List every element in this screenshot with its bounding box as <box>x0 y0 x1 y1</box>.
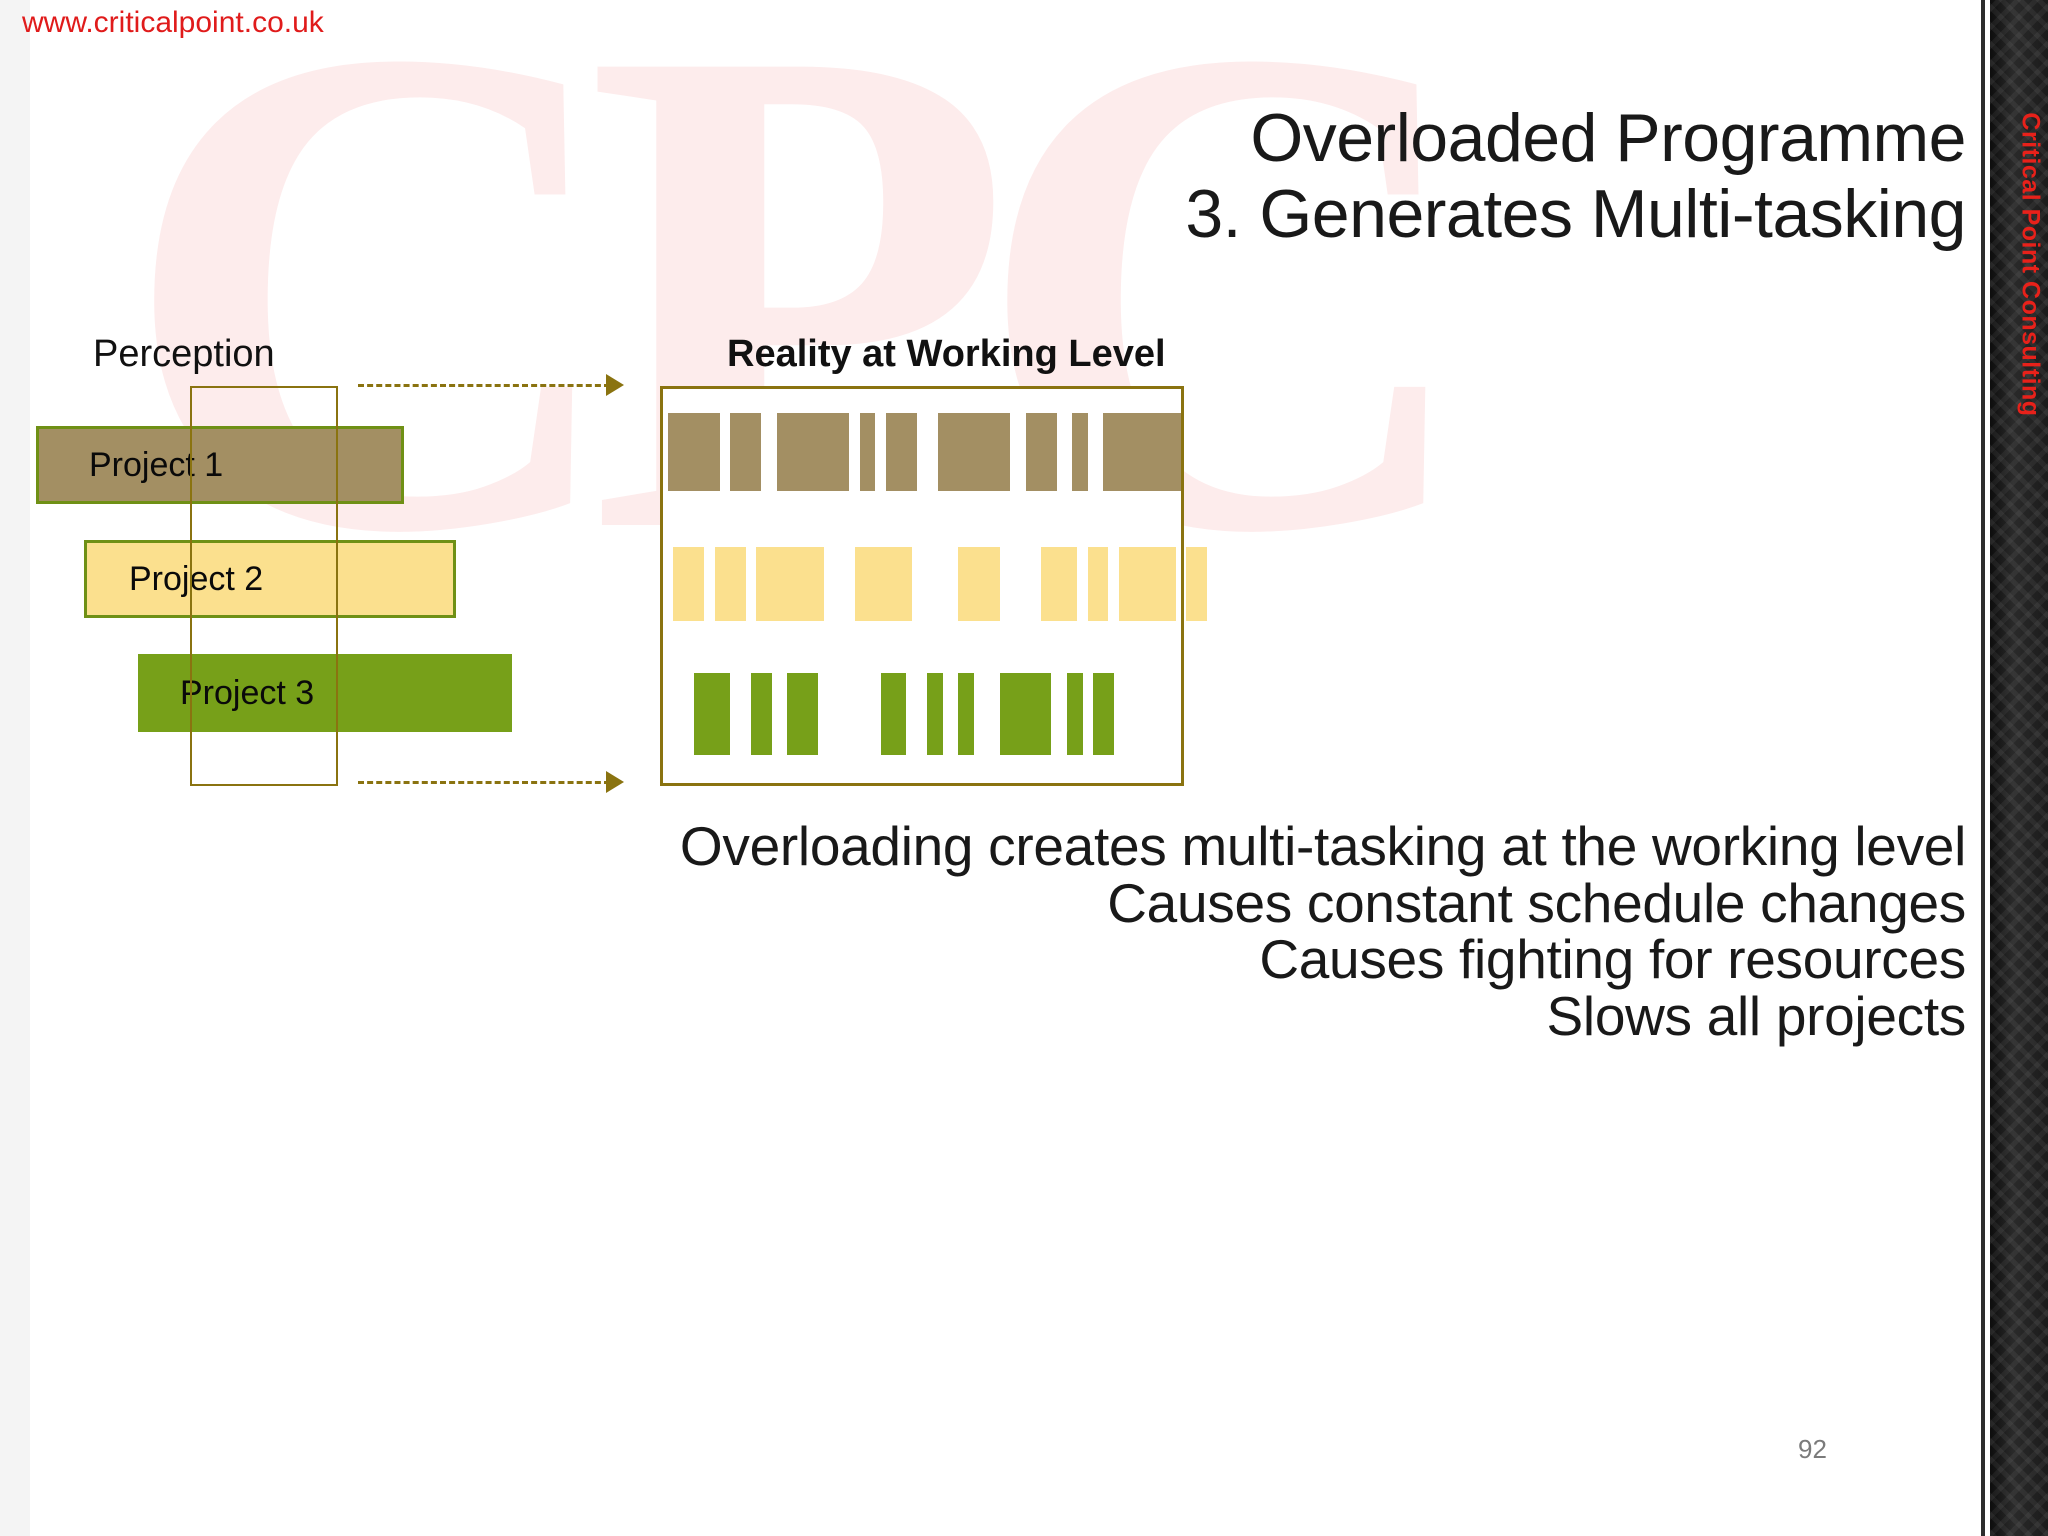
reality-row-2 <box>663 546 1207 622</box>
reality-segment <box>854 546 912 622</box>
connector-arrow-bottom <box>358 781 610 784</box>
conclusion-line-3: Causes fighting for resources <box>1259 928 1966 991</box>
reality-segment <box>776 412 850 492</box>
reality-segment <box>751 672 772 756</box>
reality-segment <box>730 412 762 492</box>
conclusion-line-4: Slows all projects <box>1546 984 1967 1047</box>
reality-segment <box>1041 546 1078 622</box>
reality-segment <box>694 672 731 756</box>
reality-segment <box>1025 412 1057 492</box>
reality-segment <box>1103 412 1181 492</box>
perception-diagram: Project 1 Project 2 Project 3 <box>0 380 660 800</box>
brand-name: Critical Point Consulting <box>2016 112 2045 417</box>
reality-segment <box>937 412 1011 492</box>
reality-segment <box>1186 546 1207 622</box>
brand-sidebar: Critical Point Consulting <box>1990 0 2048 1536</box>
conclusion-line-2: Causes constant schedule changes <box>1107 871 1966 934</box>
reality-segment <box>958 546 1000 622</box>
slide-title: Overloaded Programme 3. Generates Multi-… <box>566 100 1966 252</box>
sidebar-divider <box>1981 0 1985 1536</box>
reality-row-1 <box>663 412 1181 492</box>
connector-arrow-top <box>358 384 610 387</box>
conclusion-line-1: Overloading creates multi-tasking at the… <box>679 815 1966 877</box>
reality-row-3 <box>663 672 1181 756</box>
reality-segment <box>1087 546 1109 622</box>
reality-heading: Reality at Working Level <box>727 333 1166 375</box>
reality-segment <box>958 672 974 756</box>
page-number: 92 <box>1798 1434 1827 1464</box>
arrow-head-bottom-icon <box>606 771 624 793</box>
perception-bar-label-2: Project 2 <box>129 559 264 598</box>
reality-segment <box>999 672 1052 756</box>
reality-segment <box>714 546 746 622</box>
perception-bar-project-1[interactable]: Project 1 <box>36 426 404 504</box>
reality-segment <box>668 412 720 492</box>
reality-segment <box>859 412 876 492</box>
arrow-head-top-icon <box>606 374 624 396</box>
left-edge-band <box>0 0 30 1536</box>
perception-bar-project-3[interactable]: Project 3 <box>138 654 512 732</box>
title-line-1: Overloaded Programme <box>1250 100 1966 176</box>
reality-segment <box>756 546 824 622</box>
reality-segment <box>787 672 819 756</box>
reality-segment <box>673 546 705 622</box>
perception-bar-label-1: Project 1 <box>89 445 224 484</box>
reality-segment <box>1118 546 1176 622</box>
website-url[interactable]: www.criticalpoint.co.uk <box>22 6 324 39</box>
perception-gate-box <box>190 386 338 786</box>
reality-segment <box>880 672 907 756</box>
reality-segment <box>1092 672 1114 756</box>
reality-segment <box>1072 412 1088 492</box>
conclusion-text: Overloading creates multi-tasking at the… <box>466 818 1966 1045</box>
perception-heading: Perception <box>93 333 275 375</box>
reality-segment <box>927 672 943 756</box>
title-line-2: 3. Generates Multi-tasking <box>1185 176 1966 253</box>
reality-segment <box>1067 672 1083 756</box>
perception-bar-label-3: Project 3 <box>180 673 315 712</box>
perception-bar-project-2[interactable]: Project 2 <box>84 540 456 618</box>
reality-chart <box>660 386 1207 786</box>
reality-segment <box>885 412 917 492</box>
